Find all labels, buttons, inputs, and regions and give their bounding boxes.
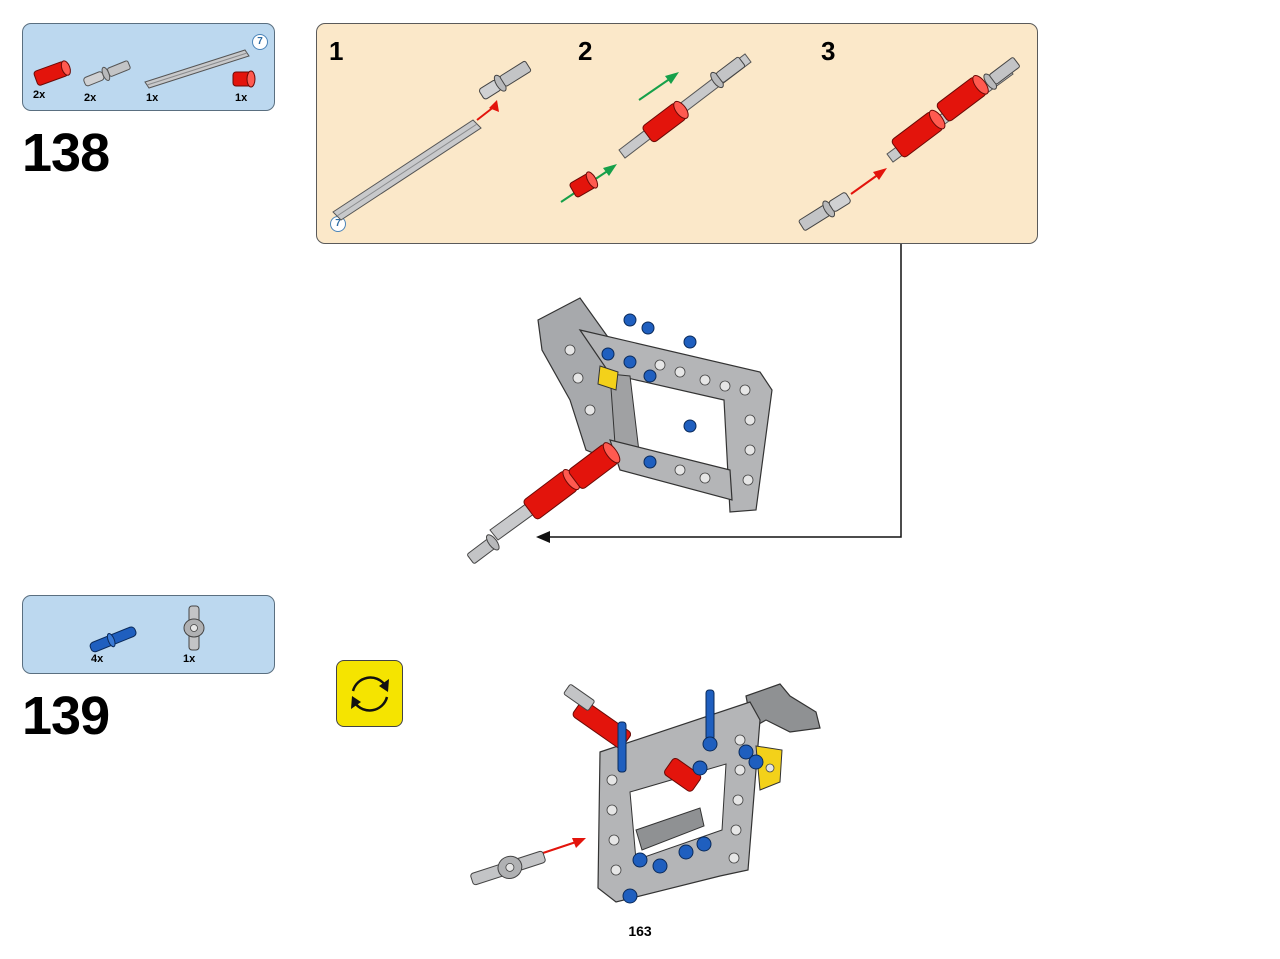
parts-list-step-139: 4x 1x bbox=[22, 595, 275, 674]
parts-list-step-138: 2x 2x 1x 7 1x bbox=[22, 23, 275, 111]
substep-3-illustration bbox=[798, 57, 1020, 231]
substep-2-illustration bbox=[560, 53, 752, 203]
substep-number: 2 bbox=[578, 36, 593, 66]
step-139-model-illustration bbox=[470, 683, 821, 904]
substep-number: 3 bbox=[821, 36, 836, 66]
part-qty: 1x bbox=[183, 653, 196, 665]
red-bush-icon bbox=[232, 70, 256, 88]
rotate-arrows-icon bbox=[351, 676, 389, 712]
page-number: 163 bbox=[628, 923, 652, 939]
part-qty: 2x bbox=[33, 89, 46, 101]
red-axle-connector-icon bbox=[33, 60, 71, 86]
gray-axle-7-icon bbox=[144, 49, 250, 89]
substep-number: 1 bbox=[329, 36, 344, 66]
step-number: 139 bbox=[22, 686, 110, 746]
axle-length-badge: 7 bbox=[252, 34, 268, 50]
step-138-model-illustration bbox=[467, 297, 773, 564]
step-number: 138 bbox=[22, 123, 110, 183]
rotate-model-icon bbox=[336, 660, 403, 727]
part-qty: 1x bbox=[146, 92, 159, 104]
part-qty: 2x bbox=[84, 92, 97, 104]
part-qty: 1x bbox=[235, 92, 248, 104]
blue-pin-icon bbox=[89, 626, 137, 653]
substep-1-illustration bbox=[332, 60, 532, 221]
gray-pin-joiner-icon bbox=[183, 605, 205, 651]
subassembly-callout: 1 2 3 7 bbox=[316, 23, 1038, 244]
gray-axle-pin-icon bbox=[83, 60, 131, 87]
part-qty: 4x bbox=[91, 653, 104, 665]
